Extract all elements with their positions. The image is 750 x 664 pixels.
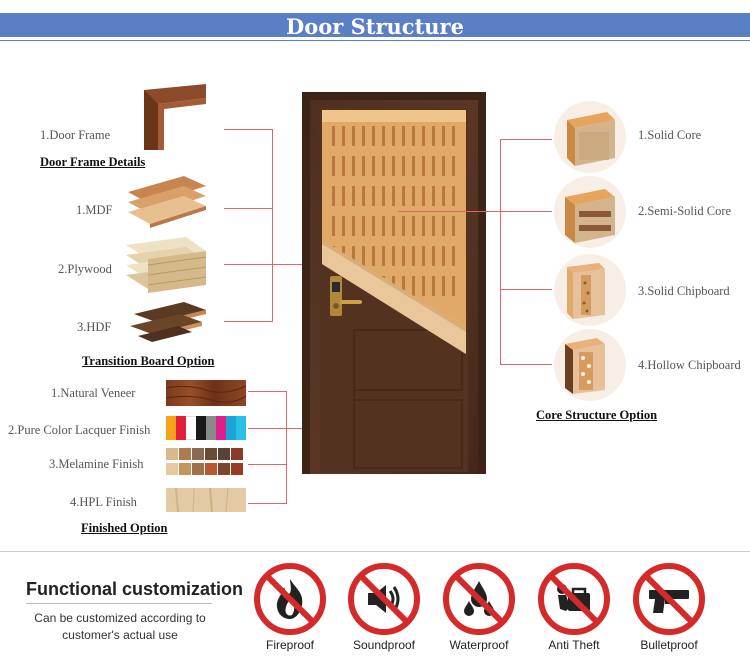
natural-veneer-label: 1.Natural Veneer bbox=[51, 386, 136, 400]
melamine-swatches bbox=[166, 448, 246, 476]
hollow-chipboard-label: 4.Hollow Chipboard bbox=[638, 358, 741, 372]
functional-title-underline bbox=[26, 603, 212, 604]
functional-title: Functional customization bbox=[26, 579, 244, 599]
core-structure-title: Core Structure Option bbox=[536, 408, 658, 422]
transition-board-title: Transition Board Option bbox=[82, 354, 215, 368]
plywood-connector-line bbox=[224, 264, 350, 265]
hdf-label: 3.HDF bbox=[77, 320, 112, 334]
left-bracket-vertical bbox=[272, 129, 273, 322]
hpl-connector-line bbox=[248, 503, 287, 504]
door-frame-image bbox=[144, 84, 206, 150]
semi-solid-core-image bbox=[554, 176, 626, 248]
door-frame-details-title: Door Frame Details bbox=[40, 155, 146, 169]
plywood-board-image bbox=[126, 237, 207, 293]
hpl-finish-label: 4.HPL Finish bbox=[70, 495, 137, 509]
finish-bracket-vertical bbox=[286, 391, 287, 504]
frame-connector-line bbox=[224, 129, 273, 130]
fireproof-label: Fireproof bbox=[265, 638, 315, 652]
hollow-chipboard-image bbox=[554, 329, 626, 401]
functional-subtitle-line1: Can be customized according to bbox=[34, 611, 206, 625]
hdf-connector-line bbox=[224, 321, 273, 322]
hpl-swatch bbox=[166, 488, 246, 512]
lacquer-color-swatches bbox=[166, 416, 246, 440]
lacquer-finish-label: 2.Pure Color Lacquer Finish bbox=[8, 423, 151, 437]
semi-solid-connector-line bbox=[398, 211, 552, 212]
door-illustration bbox=[302, 92, 486, 474]
solid-chipboard-image bbox=[554, 254, 626, 326]
natural-veneer-swatch bbox=[166, 380, 246, 406]
functional-subtitle-line2: customer's actual use bbox=[62, 628, 178, 642]
bulletproof-label: Bulletproof bbox=[640, 638, 698, 652]
title-underline bbox=[0, 40, 750, 41]
right-bracket-vertical bbox=[500, 139, 501, 365]
finished-option-title: Finished Option bbox=[81, 521, 168, 535]
mdf-board-image bbox=[128, 176, 206, 228]
semi-solid-core-label: 2.Semi-Solid Core bbox=[638, 204, 732, 218]
mdf-label: 1.MDF bbox=[76, 203, 113, 217]
water-drops-icon bbox=[443, 563, 515, 635]
speaker-icon bbox=[348, 563, 420, 635]
title-band bbox=[0, 13, 750, 37]
solid-core-label: 1.Solid Core bbox=[638, 128, 702, 142]
gun-icon bbox=[633, 563, 705, 635]
waterproof-label: Waterproof bbox=[449, 638, 509, 652]
thief-bag-icon bbox=[538, 563, 610, 635]
soundproof-label: Soundproof bbox=[352, 638, 416, 652]
veneer-connector-line bbox=[248, 391, 287, 392]
hollow-chipboard-connector-line bbox=[500, 364, 552, 365]
mdf-connector-line bbox=[224, 208, 273, 209]
solid-chipboard-label: 3.Solid Chipboard bbox=[638, 284, 730, 298]
fire-icon bbox=[254, 563, 326, 635]
anti-theft-label: Anti Theft bbox=[548, 638, 600, 652]
hdf-board-image bbox=[130, 302, 206, 342]
plywood-label: 2.Plywood bbox=[58, 262, 112, 276]
melamine-connector-line bbox=[248, 464, 287, 465]
section-divider bbox=[0, 551, 750, 552]
solid-core-image bbox=[554, 101, 626, 173]
chipboard-connector-line bbox=[500, 289, 552, 290]
melamine-finish-label: 3.Melamine Finish bbox=[49, 457, 144, 471]
solid-core-connector-line bbox=[500, 139, 552, 140]
page-title: Door Structure bbox=[286, 14, 464, 39]
door-frame-label: 1.Door Frame bbox=[40, 128, 111, 142]
